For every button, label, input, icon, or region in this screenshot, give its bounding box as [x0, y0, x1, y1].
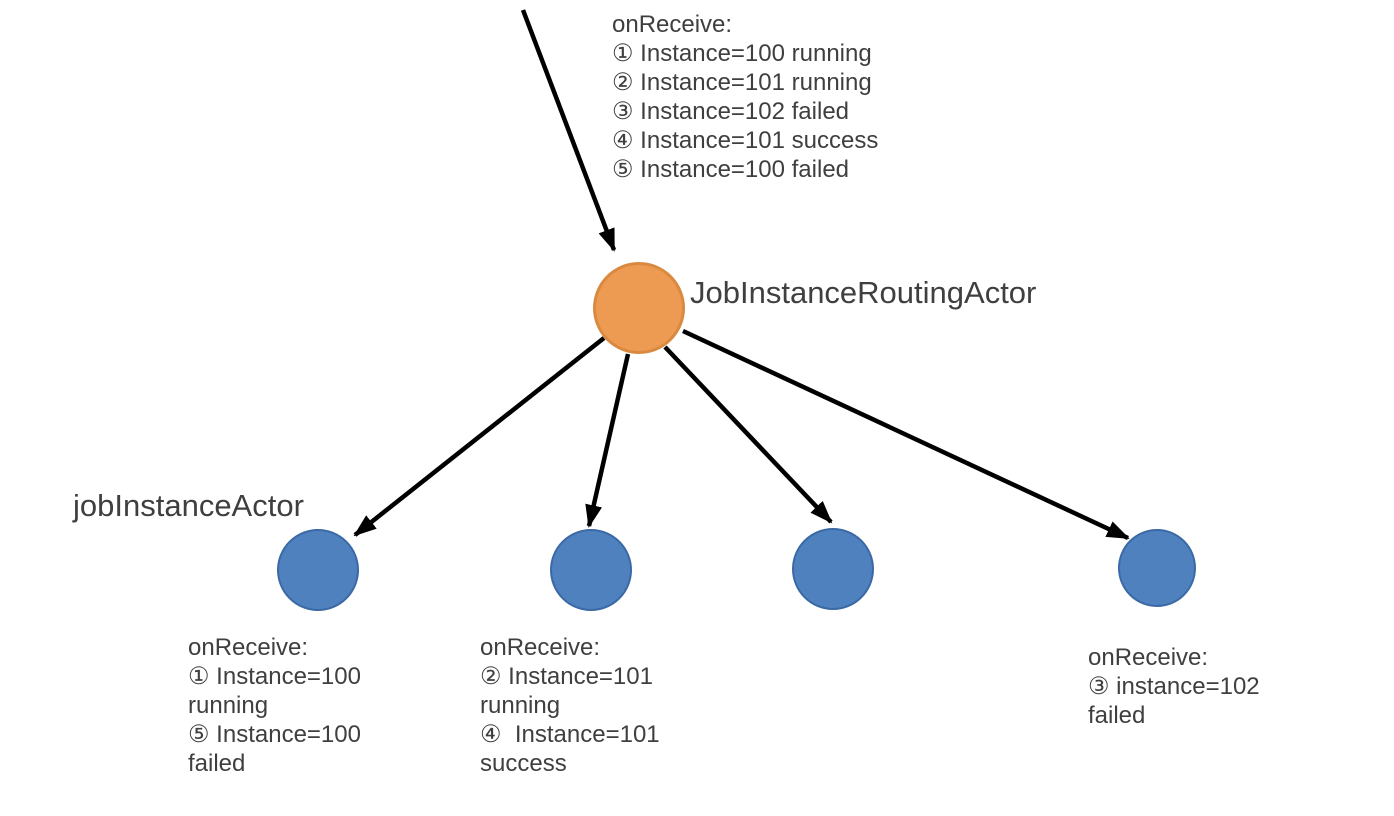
worker-node-3: [792, 528, 874, 610]
worker-node-2: [550, 529, 632, 611]
note-line: running: [188, 692, 269, 719]
note-line: ④ Instance=101: [480, 721, 660, 748]
note-line: ④ Instance=101 success: [612, 127, 879, 154]
workers-label: jobInstanceActor: [73, 488, 304, 523]
note-line: success: [480, 750, 567, 777]
router-to-worker3-arrow: [663, 345, 833, 524]
worker-node-1: [277, 529, 359, 611]
note-line: onReceive:: [612, 11, 733, 38]
worker1-note: onReceive: ① Instance=100 running ⑤ Inst…: [188, 633, 361, 778]
note-line: ① Instance=100 running: [612, 40, 872, 67]
incoming-note: onReceive: ① Instance=100 running ② Inst…: [612, 10, 878, 184]
note-line: running: [480, 692, 561, 719]
note-line: failed: [188, 750, 246, 777]
router-node: [593, 262, 685, 354]
note-line: failed: [1088, 702, 1146, 729]
worker2-note: onReceive: ② Instance=101 running ④ Inst…: [480, 633, 660, 778]
router-to-worker4-arrow: [682, 328, 1130, 541]
note-line: onReceive:: [188, 634, 309, 661]
note-line: onReceive:: [480, 634, 601, 661]
router-to-worker1-arrow: [353, 336, 606, 537]
note-line: ③ Instance=102 failed: [612, 98, 850, 125]
incoming-message-arrow: [520, 9, 617, 252]
note-line: ③ instance=102: [1088, 673, 1260, 700]
note-line: ② Instance=101: [480, 663, 653, 690]
note-line: onReceive:: [1088, 644, 1209, 671]
note-line: ① Instance=100: [188, 663, 361, 690]
note-line: ⑤ Instance=100 failed: [612, 156, 850, 183]
note-line: ② Instance=101 running: [612, 69, 872, 96]
worker-node-4: [1118, 529, 1196, 607]
router-label: JobInstanceRoutingActor: [690, 275, 1037, 310]
note-line: ⑤ Instance=100: [188, 721, 361, 748]
router-to-worker2-arrow: [585, 353, 631, 528]
worker4-note: onReceive: ③ instance=102 failed: [1088, 643, 1260, 730]
